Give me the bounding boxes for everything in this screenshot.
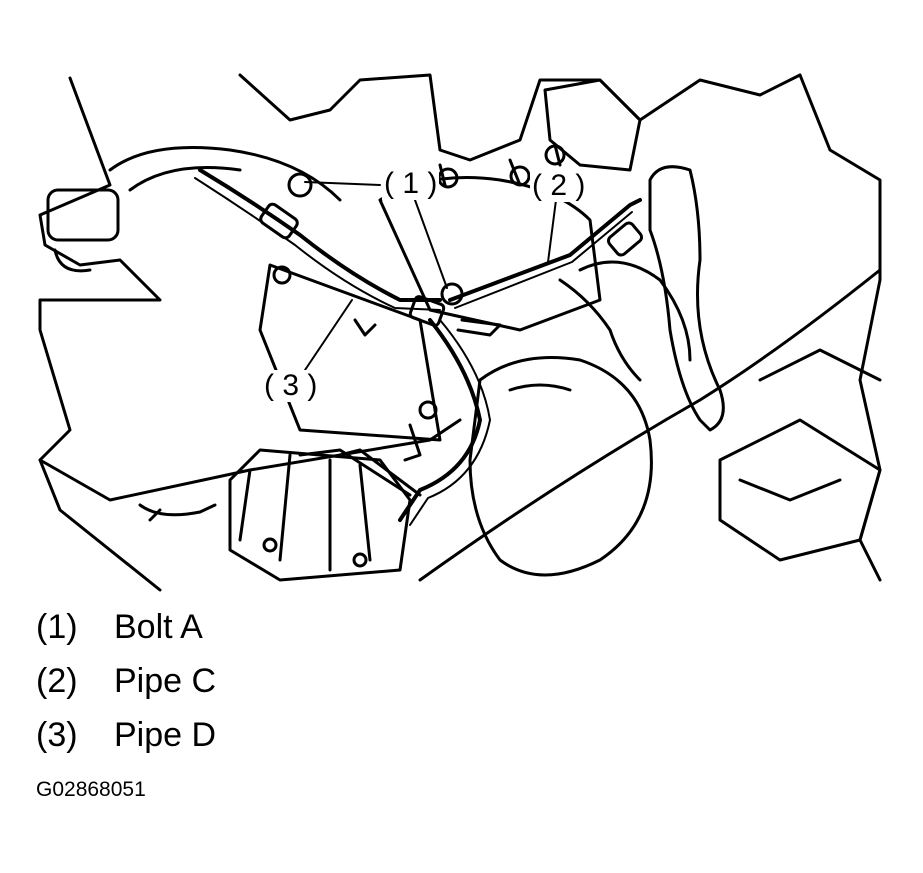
pipe-d — [198, 168, 442, 302]
pipe-c — [448, 198, 642, 302]
legend-number: (3) — [36, 716, 78, 754]
left-panel — [108, 146, 342, 202]
reservoir — [543, 78, 642, 172]
pipe-down — [398, 318, 482, 522]
figure-id: G02868051 — [36, 778, 146, 801]
callout-2: ( 2 ) — [530, 169, 588, 202]
legend-label: Bolt A — [114, 608, 203, 646]
fitting-right-nut — [606, 221, 644, 257]
fitting-left — [287, 172, 313, 198]
abs-unit — [228, 448, 412, 582]
callout-3: ( 3 ) — [262, 369, 320, 402]
legend-label: Pipe C — [114, 662, 217, 700]
callout-1: ( 1 ) — [382, 167, 440, 200]
leader-1b — [414, 199, 448, 289]
brake-booster — [468, 356, 653, 577]
bay-outline-top — [238, 73, 802, 162]
right-bracket — [718, 418, 882, 562]
legend-label: Pipe D — [114, 716, 217, 754]
reservoir-bolt-right — [509, 165, 531, 187]
leader-3 — [304, 299, 353, 371]
bay-outline-right — [798, 73, 882, 582]
legend-number: (1) — [36, 608, 78, 646]
pipe-support-plate — [258, 263, 442, 442]
left-bracket — [46, 188, 120, 242]
legend-number: (2) — [36, 662, 78, 700]
fitting-left-nut — [259, 202, 299, 240]
leader-1a — [304, 181, 381, 186]
bolt-a — [440, 282, 464, 306]
pipe-clamp — [408, 295, 446, 327]
leader-2 — [547, 199, 557, 263]
engine-bay-illustration: ( 1 ) ( 2 ) ( 3 ) — [38, 73, 882, 592]
hose-right — [648, 165, 725, 432]
brake-line-long — [418, 268, 882, 582]
